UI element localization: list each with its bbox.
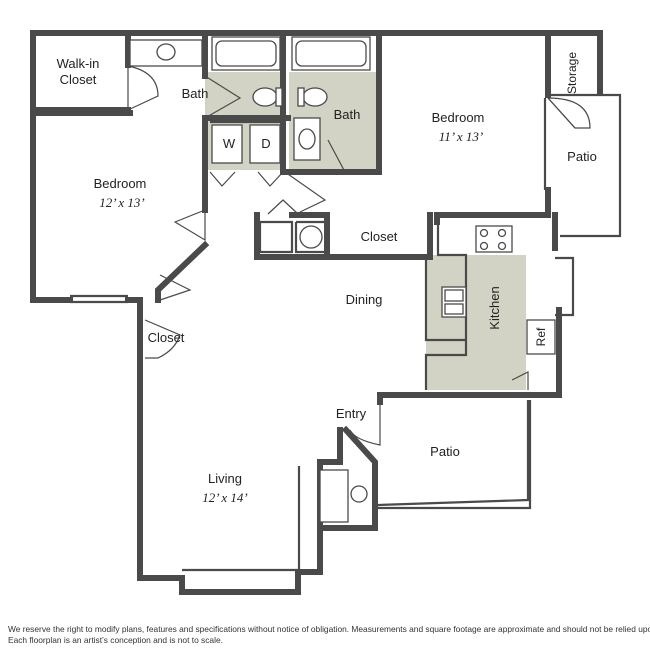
bedroom-right-size: 11’ x 13’	[439, 129, 484, 144]
patio-lower-label: Patio	[430, 444, 460, 459]
fireplace	[319, 469, 349, 523]
ref-label: Ref	[534, 327, 548, 346]
walkin-closet-label-line2: Closet	[60, 72, 97, 87]
refrigerator	[526, 319, 556, 355]
sink-icon	[298, 128, 316, 150]
disclaimer-line-1: We reserve the right to modify plans, fe…	[8, 624, 650, 634]
walkin-closet-label-line1: Walk-in	[57, 56, 100, 71]
water-heater-icon	[299, 225, 323, 249]
storage-label: Storage	[565, 52, 579, 94]
fixtures	[156, 36, 556, 523]
kitchen-label: Kitchen	[487, 286, 502, 329]
disclaimer: We reserve the right to modify plans, fe…	[8, 624, 650, 646]
patio-upper-label: Patio	[567, 149, 597, 164]
doors	[127, 65, 591, 446]
bedroom-left-label: Bedroom	[94, 176, 147, 191]
living-size: 12’ x 14’	[202, 490, 248, 505]
closet-hall-label: Closet	[361, 229, 398, 244]
closet-living-label: Closet	[148, 330, 185, 345]
bath-right-label: Bath	[334, 107, 361, 122]
toilet-icon	[252, 87, 278, 107]
disclaimer-line-2: Each floorplan is an artist’s conception…	[8, 635, 223, 645]
dining-label: Dining	[346, 292, 383, 307]
room-labels: Walk-in Closet Bath Bath Bedroom 12’ x 1…	[57, 52, 597, 505]
washer-label: W	[223, 136, 236, 151]
entry-label: Entry	[336, 406, 367, 421]
walls	[30, 30, 603, 595]
toilet-icon	[302, 87, 328, 107]
dryer-label: D	[261, 136, 270, 151]
fireplace-icon	[350, 485, 368, 503]
bedroom-left-size: 12’ x 13’	[99, 195, 145, 210]
bedroom-right-label: Bedroom	[432, 110, 485, 125]
sink-icon	[156, 43, 176, 61]
living-label: Living	[208, 471, 242, 486]
bath-left-label: Bath	[182, 86, 209, 101]
